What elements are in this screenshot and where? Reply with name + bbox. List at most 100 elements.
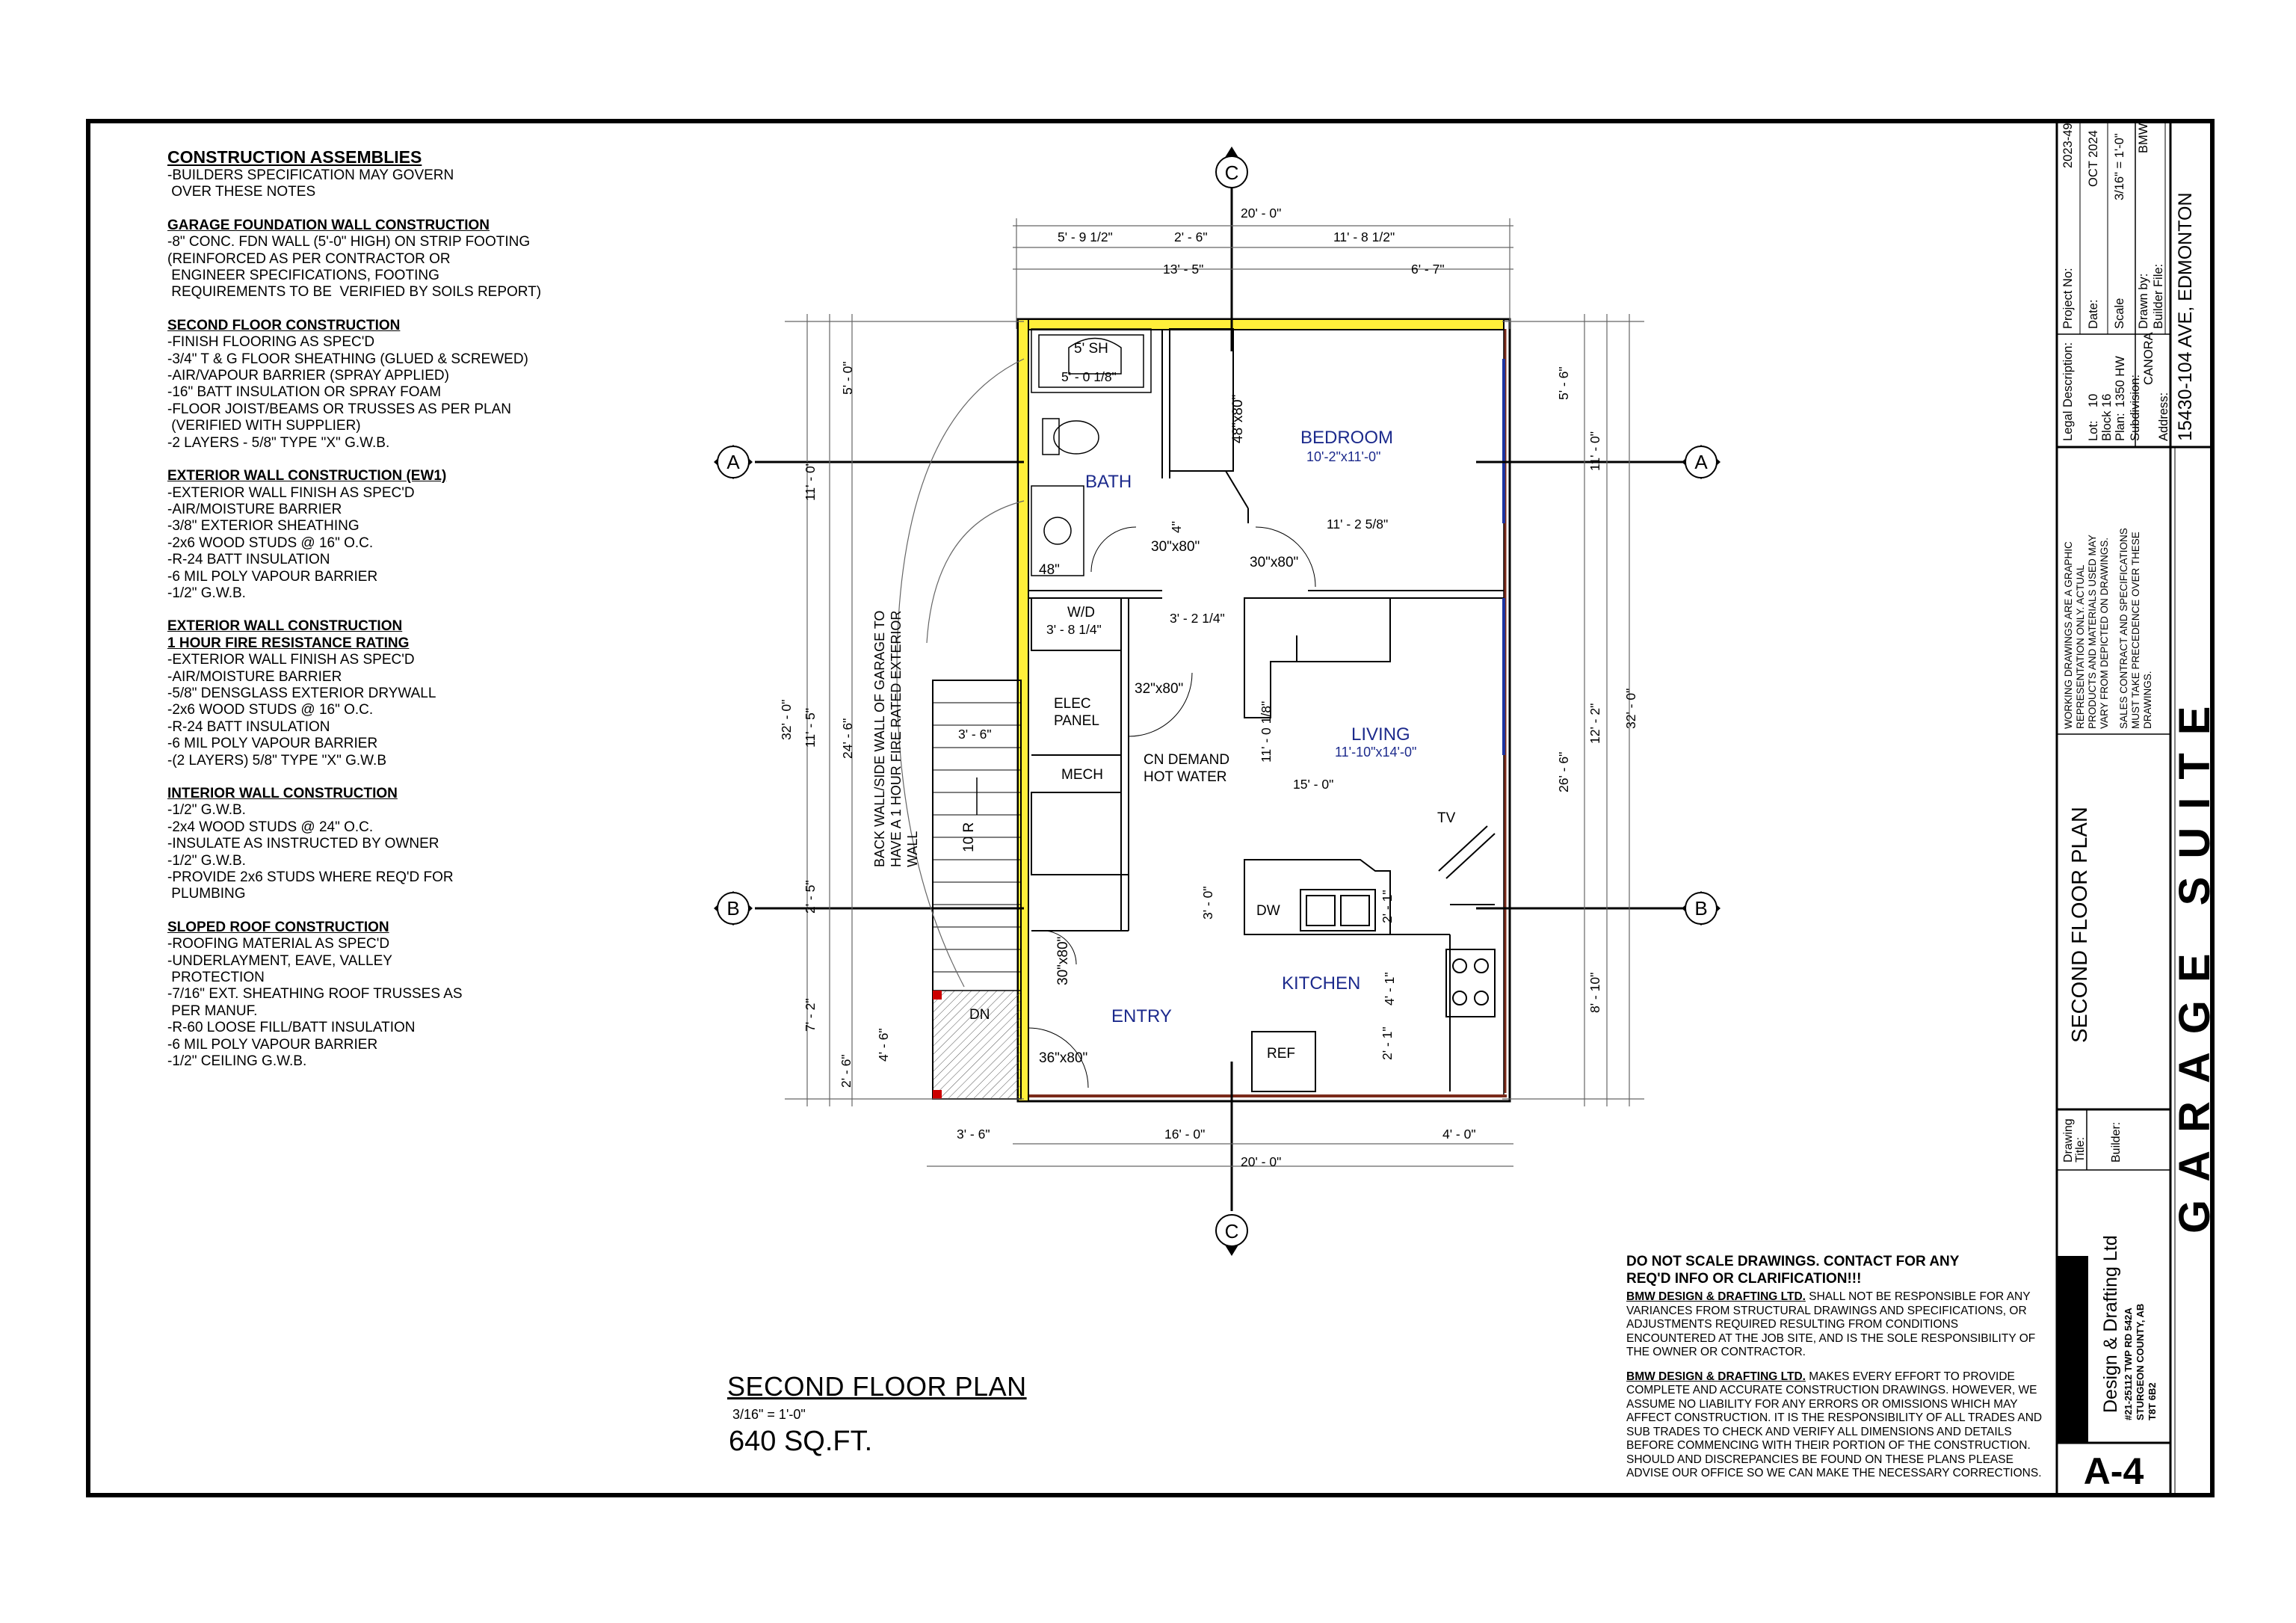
wd-label: W/D bbox=[1067, 605, 1095, 620]
dim-liv-w: 15' - 0" bbox=[1293, 777, 1333, 792]
lot: 10 bbox=[2087, 394, 2100, 407]
dim-stair-w: 3' - 6" bbox=[958, 727, 992, 742]
dim-right-b: 5' - 6" bbox=[1556, 366, 1571, 400]
section-marker-c-top: C bbox=[1215, 147, 1248, 188]
svg-text:C: C bbox=[1225, 161, 1239, 184]
plan: 1350 HW bbox=[2114, 356, 2127, 407]
dim-top-overall: 20' - 0" bbox=[1241, 206, 1281, 221]
dim-closet-d: 4" bbox=[1169, 521, 1184, 533]
vanity-label: 48" bbox=[1039, 562, 1060, 578]
dim-k3: 2' - 1" bbox=[1380, 1026, 1395, 1060]
dw-label: DW bbox=[1256, 903, 1280, 919]
company-address-2: STURGEON COUNTY, AB bbox=[2135, 1304, 2146, 1420]
company-name: Design & Drafting Ltd bbox=[2100, 1235, 2121, 1413]
svg-text:DRAWINGS.: DRAWINGS. bbox=[2142, 671, 2153, 730]
company-address-1: #21-25112 TWP RD 542A bbox=[2123, 1308, 2134, 1420]
notes-section: SECOND FLOOR CONSTRUCTION -FINISH FLOORI… bbox=[167, 317, 528, 451]
sheet-number: A-4 bbox=[2084, 1450, 2144, 1492]
disclaimer-warning-2: REQ'D INFO OR CLARIFICATION!!! bbox=[1626, 1271, 1862, 1287]
dim-top-b: 2' - 6" bbox=[1174, 230, 1208, 244]
dim-bot-c: 4' - 0" bbox=[1442, 1127, 1476, 1142]
room-label-living: LIVING bbox=[1351, 724, 1410, 745]
scale-label: Scale bbox=[2113, 298, 2126, 329]
dim-bot-b: 16' - 0" bbox=[1164, 1127, 1205, 1142]
svg-text:A: A bbox=[726, 451, 740, 473]
drawn-label: Drawn by: bbox=[2137, 274, 2150, 329]
interior-walls bbox=[1028, 328, 1505, 1092]
svg-text:A: A bbox=[1694, 451, 1708, 473]
room-label-kitchen: KITCHEN bbox=[1282, 973, 1360, 994]
builder-label: Builder: bbox=[2110, 1122, 2123, 1162]
dim-sh-w: 5' - 0 1/8" bbox=[1061, 369, 1117, 384]
drawing-title-label: Drawing bbox=[2062, 1118, 2075, 1162]
door-bedroom: 30"x80" bbox=[1250, 555, 1298, 570]
disclaimer-company-2: BMW DESIGN & DRAFTING LTD. bbox=[1626, 1370, 1806, 1383]
dim-top-e: 6' - 7" bbox=[1411, 262, 1445, 277]
dim-bed-w: 11' - 2 5/8" bbox=[1327, 517, 1388, 532]
legal-label: Legal Description: bbox=[2061, 342, 2075, 441]
lot-label: Lot: bbox=[2087, 420, 2100, 441]
disclaimer-warning-1: DO NOT SCALE DRAWINGS. CONTACT FOR ANY bbox=[1626, 1254, 1960, 1269]
dim-right-e: 8' - 10" bbox=[1587, 973, 1602, 1013]
address-label: Address: bbox=[2157, 392, 2170, 441]
block: 16 bbox=[2100, 394, 2114, 407]
hotwater-label: HOT WATER bbox=[1144, 769, 1227, 785]
date: OCT 2024 bbox=[2087, 130, 2100, 187]
dim-top-a: 5' - 9 1/2" bbox=[1058, 230, 1113, 244]
room-label-entry: ENTRY bbox=[1111, 1006, 1172, 1026]
dimension-lines bbox=[785, 218, 1644, 1167]
dim-left-d: 11' - 5" bbox=[803, 708, 818, 748]
notes-section: EXTERIOR WALL CONSTRUCTION 1 HOUR FIRE R… bbox=[167, 618, 436, 769]
door-mech: 32"x80" bbox=[1135, 681, 1183, 697]
bath-fixtures bbox=[1031, 328, 1152, 576]
dim-left-e: 2' - 5" bbox=[803, 880, 818, 914]
notes-title: CONSTRUCTION ASSEMBLIES bbox=[167, 147, 422, 167]
dim-right-a: 11' - 0" bbox=[1587, 431, 1602, 471]
door-closet: 30"x80" bbox=[1055, 937, 1071, 985]
svg-text:B: B bbox=[726, 897, 739, 920]
title-block: Project No: 2023-49 Date: OCT 2024 Scale… bbox=[2055, 121, 2219, 1495]
dim-bot-a: 3' - 6" bbox=[957, 1127, 990, 1142]
svg-text:C: C bbox=[1225, 1220, 1239, 1242]
builder-file-label: Builder File: bbox=[2152, 264, 2165, 329]
disclaimer-company-1: BMW DESIGN & DRAFTING LTD. bbox=[1626, 1290, 1806, 1303]
project-no-label: Project No: bbox=[2061, 268, 2075, 329]
living-size: 11'-10"x14'-0" bbox=[1335, 745, 1416, 760]
stair-rise: 10 R bbox=[961, 822, 977, 852]
svg-text:PRODUCTS AND MATERIALS USED MA: PRODUCTS AND MATERIALS USED MAY bbox=[2087, 535, 2098, 729]
dim-bot-overall: 20' - 0" bbox=[1241, 1154, 1281, 1169]
svg-text:BACK WALL/SIDE WALL OF GARAGE: BACK WALL/SIDE WALL OF GARAGE TO bbox=[872, 611, 887, 867]
svg-text:WORKING DRAWINGS ARE A GRAPHIC: WORKING DRAWINGS ARE A GRAPHIC bbox=[2063, 541, 2074, 729]
plan-label: Plan: bbox=[2114, 413, 2127, 441]
plan-scale: 3/16" = 1'-0" bbox=[732, 1407, 806, 1422]
dim-liv-h: 11' - 0 1/8" bbox=[1259, 701, 1274, 763]
drawing-title: SECOND FLOOR PLAN bbox=[2068, 807, 2092, 1043]
notes-section: EXTERIOR WALL CONSTRUCTION (EW1) -EXTERI… bbox=[167, 468, 447, 601]
svg-text:REPRESENTATION ONLY. ACTUAL: REPRESENTATION ONLY. ACTUAL bbox=[2075, 564, 2086, 729]
dim-top-c: 11' - 8 1/2" bbox=[1333, 230, 1395, 244]
floor-plan: A A B B C C BATH BEDRO bbox=[714, 147, 1721, 1256]
project-name: GARAGE SUITE bbox=[2170, 689, 2219, 1234]
notes-section: SLOPED ROOF CONSTRUCTION -ROOFING MATERI… bbox=[167, 919, 463, 1070]
dim-k2: 4' - 1" bbox=[1382, 972, 1397, 1005]
company-logo: B·M·W bbox=[2061, 1319, 2090, 1398]
door-entry: 36"x80" bbox=[1039, 1050, 1087, 1066]
subdivision: CANORA bbox=[2142, 332, 2155, 385]
tv-label: TV bbox=[1437, 810, 1456, 826]
dim-top-d: 13' - 5" bbox=[1163, 262, 1203, 277]
svg-text:B: B bbox=[1694, 897, 1707, 920]
section-marker-b-right: B bbox=[1682, 891, 1721, 926]
dn-label: DN bbox=[969, 1007, 990, 1023]
dim-left-f: 7' - 2" bbox=[803, 998, 818, 1032]
firewall-note: BACK WALL/SIDE WALL OF GARAGE TO HAVE A … bbox=[872, 611, 920, 867]
disclaimer-paragraph-2: MAKES EVERY EFFORT TO PROVIDE COMPLETE A… bbox=[1626, 1370, 2043, 1480]
scale: 3/16" = 1'-0" bbox=[2113, 133, 2126, 200]
bedroom-size: 10'-2"x11'-0" bbox=[1306, 449, 1380, 464]
dim-right-d: 26' - 6" bbox=[1556, 752, 1571, 792]
date-label: Date: bbox=[2087, 300, 2100, 329]
dim-hall: 3' - 2 1/4" bbox=[1170, 611, 1225, 626]
dim-right-c: 12' - 2" bbox=[1587, 703, 1602, 744]
address: 15430-104 AVE, EDMONTON bbox=[2175, 192, 2196, 441]
disclaimer: DO NOT SCALE DRAWINGS. CONTACT FOR ANY R… bbox=[1626, 1253, 2045, 1491]
